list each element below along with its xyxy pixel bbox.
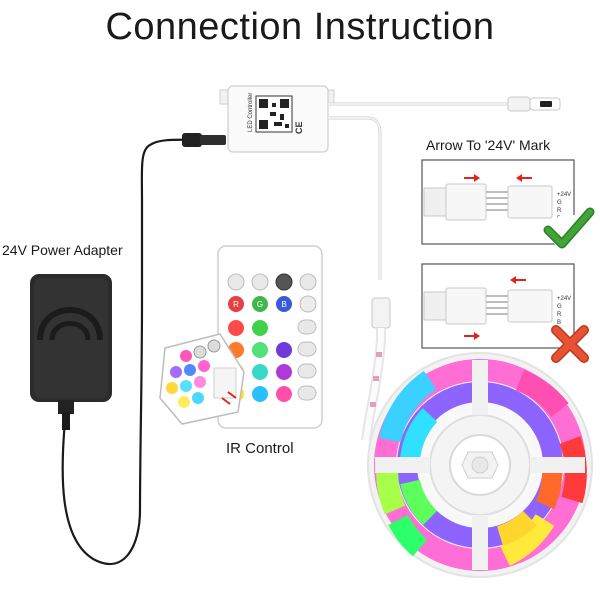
ir-control-label: IR Control [226, 440, 294, 457]
remote-btn-r: R [233, 300, 239, 309]
led-controller: LED Controller CE [219, 85, 510, 280]
strip-lead [361, 297, 391, 441]
pin-label-b-wrong: B [557, 320, 561, 326]
wrong-connection-panel: +24V G R B [421, 263, 589, 363]
adapter-cable [61, 299, 144, 566]
remote-btn-g: G [257, 300, 263, 309]
power-adapter [30, 274, 112, 430]
qr-code [255, 95, 293, 133]
controller-marks: CE [294, 121, 304, 134]
battery-inset [159, 333, 245, 425]
dc-plug [182, 133, 226, 147]
controller-text: LED Controller [248, 93, 254, 132]
remote-function-buttons [297, 319, 317, 401]
power-cable [140, 138, 206, 300]
remote-btn-b: B [281, 300, 286, 309]
pin-label-24v: +24V [557, 192, 571, 198]
power-adapter-label: 24V Power Adapter [2, 242, 123, 258]
pin-label-r-wrong: R [557, 312, 562, 318]
ir-receiver-plug [507, 96, 561, 112]
ir-remote: R G B [159, 245, 323, 429]
cross-icon [551, 325, 589, 363]
check-icon [543, 207, 595, 250]
pin-label-r: R [557, 208, 562, 214]
led-strip-reel [367, 352, 593, 578]
correct-connection-panel: +24V G R B [421, 159, 595, 250]
diagram-title: Connection Instruction [105, 6, 495, 48]
arrow-instruction-label: Arrow To '24V' Mark [426, 137, 551, 153]
pin-label-g: G [557, 200, 562, 206]
pin-label-24v-wrong: +24V [557, 296, 571, 302]
pin-label-g-wrong: G [557, 304, 562, 310]
